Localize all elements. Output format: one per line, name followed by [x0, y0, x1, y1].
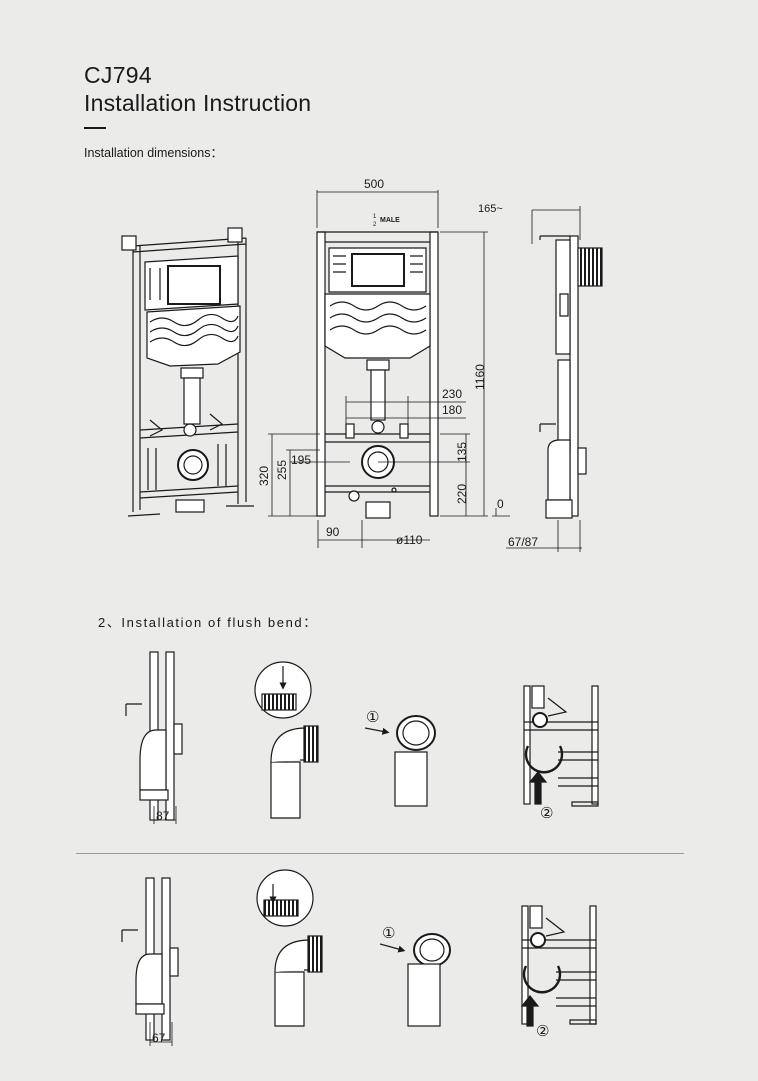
- dim-male: MALE: [380, 217, 400, 224]
- dim-500: 500: [364, 177, 384, 191]
- flush-bend-row-87: [125, 651, 599, 824]
- frame-front-view: [268, 190, 510, 548]
- dim-1160: 1160: [473, 364, 487, 390]
- dim-90: 90: [326, 525, 340, 539]
- dim-135: 135: [455, 442, 469, 462]
- depth-67: 67: [152, 1031, 166, 1045]
- dim-male-fraction-bottom: 2: [373, 222, 377, 228]
- flush-bend-row-67: [121, 869, 597, 1046]
- section-divider: [76, 853, 684, 854]
- dim-male-fraction-top: 1: [373, 214, 377, 220]
- step-2-row-2: ②: [536, 1023, 549, 1040]
- frame-side-view: [506, 206, 603, 552]
- dim-0: 0: [497, 497, 504, 511]
- dim-255: 255: [275, 460, 289, 480]
- front-view-dimension-labels: 500 MALE 1 2 230 180 195 90 ø110 0 1160 …: [257, 177, 504, 547]
- page-title: Installation Instruction: [84, 90, 312, 116]
- step-1-row-2: ①: [382, 925, 395, 942]
- dim-195: 195: [291, 453, 311, 467]
- depth-87: 87: [156, 809, 170, 823]
- title-underline: [84, 127, 106, 129]
- dim-180: 180: [442, 403, 462, 417]
- dim-67-87: 67/87: [508, 535, 538, 549]
- dim-320: 320: [257, 466, 271, 486]
- section-title-flush-bend: 2、Installation of flush bend：: [98, 615, 318, 630]
- step-2-row-1: ②: [540, 805, 553, 822]
- step-1-row-1: ①: [366, 709, 379, 726]
- frame-perspective-view: [121, 227, 254, 517]
- dim-110: ø110: [396, 533, 423, 547]
- section-title-dimensions: Installation dimensions：: [84, 146, 223, 160]
- model-number: CJ794: [84, 62, 152, 88]
- dim-230: 230: [442, 387, 462, 401]
- dim-220: 220: [455, 484, 469, 504]
- dim-165: 165~: [478, 203, 503, 215]
